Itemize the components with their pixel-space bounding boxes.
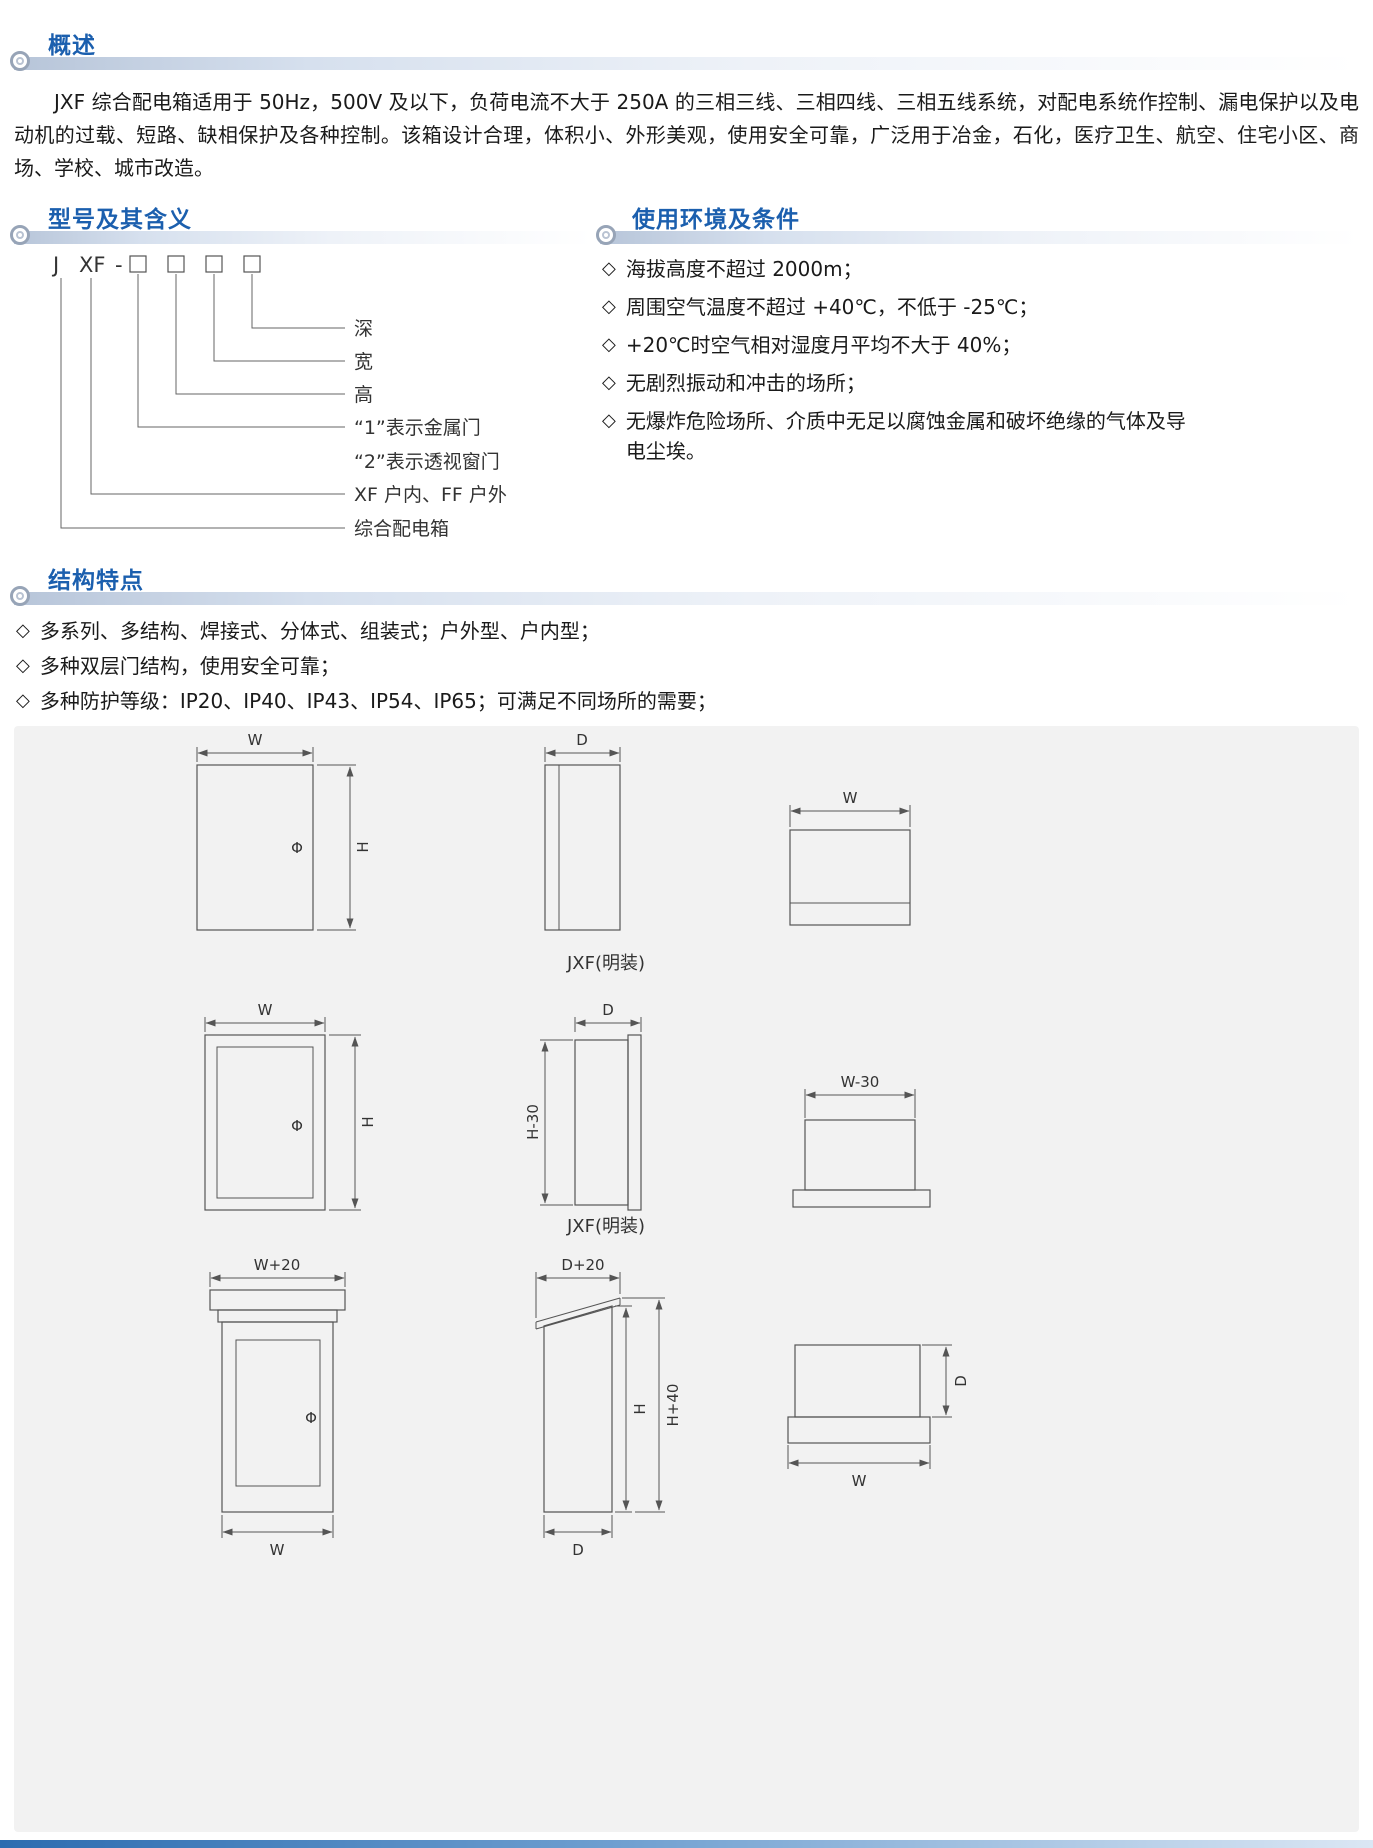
dim-label-w: W xyxy=(843,789,858,807)
dim-label-h: H xyxy=(631,1403,649,1414)
dim-label-h-plus-40: H+40 xyxy=(664,1384,682,1427)
model-code-diagram: J XF - 深 宽 高 “1”表示金属门 “2”表示透视窗门 XF 户内、FF… xyxy=(51,253,507,540)
diamond-bullet-icon: ◇ xyxy=(16,655,30,676)
list-item: ◇ 多种双层门结构，使用安全可靠； xyxy=(16,651,1316,681)
dim-label-w: W xyxy=(270,1541,285,1559)
model-label-width: 宽 xyxy=(354,351,373,373)
section-divider-overview xyxy=(14,57,1359,70)
diamond-bullet-icon: ◇ xyxy=(602,334,616,355)
dim-label-d: D xyxy=(576,731,588,749)
row1-front-view xyxy=(196,747,356,931)
model-code-j: J xyxy=(51,253,59,277)
section-title-structure: 结构特点 xyxy=(48,568,144,594)
row3-side-view xyxy=(535,1272,665,1538)
model-label-xf: XF 户内、FF 户外 xyxy=(354,484,507,506)
dim-label-h-minus-30: H-30 xyxy=(524,1104,542,1140)
model-label-door1: “1”表示金属门 xyxy=(354,417,481,439)
drawing-caption-row2: JXF(明装) xyxy=(566,1216,645,1237)
list-item: ◇ 多种防护等级：IP20、IP40、IP43、IP54、IP65；可满足不同场… xyxy=(16,686,1316,716)
dim-label-d: D xyxy=(952,1375,970,1387)
list-item-text: 多种防护等级：IP20、IP40、IP43、IP54、IP65；可满足不同场所的… xyxy=(39,689,717,713)
row2-side-view xyxy=(540,1017,642,1211)
environment-list: ◇ 海拔高度不超过 2000m； ◇ 周围空气温度不超过 +40℃，不低于 -2… xyxy=(602,254,1194,474)
dim-label-d: D xyxy=(602,1001,614,1019)
list-item-text: 无爆炸危险场所、介质中无足以腐蚀金属和破坏绝缘的气体及导电尘埃。 xyxy=(625,409,1186,463)
dim-label-phi: Φ xyxy=(291,839,303,857)
dim-label-h: H xyxy=(359,1116,377,1127)
drawing-caption-row1: JXF(明装) xyxy=(566,953,645,974)
row1-top-view xyxy=(789,805,911,926)
section-divider-model xyxy=(14,231,592,244)
dim-label-h: H xyxy=(354,841,372,852)
model-label-j: 综合配电箱 xyxy=(354,518,449,540)
technical-drawings: W H Φ D W JXF(明装) xyxy=(196,731,970,1559)
section-divider-environment xyxy=(600,231,1359,244)
row1-side-view xyxy=(544,747,621,931)
list-item: ◇ 多系列、多结构、焊接式、分体式、组装式；户外型、户内型； xyxy=(16,616,1316,646)
list-item-text: 多系列、多结构、焊接式、分体式、组装式；户外型、户内型； xyxy=(39,619,600,643)
row3-front-view xyxy=(209,1272,346,1538)
dim-label-w-plus-20: W+20 xyxy=(254,1256,301,1274)
model-code-xf: XF xyxy=(79,253,105,277)
diamond-bullet-icon: ◇ xyxy=(602,372,616,393)
ring-icon xyxy=(10,225,30,245)
section-title-overview: 概述 xyxy=(48,33,96,59)
row2-front-view xyxy=(204,1017,361,1211)
overview-paragraph: JXF 综合配电箱适用于 50Hz，500V 及以下，负荷电流不大于 250A … xyxy=(14,90,1359,180)
dim-label-d-plus-20: D+20 xyxy=(561,1256,604,1274)
dim-label-w: W xyxy=(248,731,263,749)
drawings-panel: W H Φ D W JXF(明装) xyxy=(14,726,1359,1832)
list-item-text: 海拔高度不超过 2000m； xyxy=(625,257,863,281)
ring-icon xyxy=(596,225,616,245)
dim-label-w-minus-30: W-30 xyxy=(841,1073,880,1091)
diamond-bullet-icon: ◇ xyxy=(602,258,616,279)
list-item: ◇ +20℃时空气相对湿度月平均不大于 40%； xyxy=(602,330,1194,360)
list-item-text: 多种双层门结构，使用安全可靠； xyxy=(39,654,340,678)
dim-label-phi: Φ xyxy=(305,1409,317,1427)
dim-label-d: D xyxy=(572,1541,584,1559)
structure-list: ◇ 多系列、多结构、焊接式、分体式、组装式；户外型、户内型； ◇ 多种双层门结构… xyxy=(16,616,1316,721)
model-code-text: J XF - xyxy=(51,253,123,277)
list-item: ◇ 无爆炸危险场所、介质中无足以腐蚀金属和破坏绝缘的气体及导电尘埃。 xyxy=(602,406,1194,466)
ring-icon xyxy=(10,51,30,71)
diamond-bullet-icon: ◇ xyxy=(602,296,616,317)
model-code-boxes xyxy=(129,255,261,273)
list-item: ◇ 周围空气温度不超过 +40℃，不低于 -25℃； xyxy=(602,292,1194,322)
list-item: ◇ 无剧烈振动和冲击的场所； xyxy=(602,368,1194,398)
dim-label-w: W xyxy=(258,1001,273,1019)
model-connector-lines xyxy=(60,274,345,529)
diamond-bullet-icon: ◇ xyxy=(16,620,30,641)
row3-top-view xyxy=(787,1344,952,1469)
row2-top-view xyxy=(792,1089,931,1208)
diamond-bullet-icon: ◇ xyxy=(602,410,616,431)
dim-label-w: W xyxy=(852,1472,867,1490)
model-label-depth: 深 xyxy=(354,318,373,340)
diamond-bullet-icon: ◇ xyxy=(16,690,30,711)
section-title-model: 型号及其含义 xyxy=(48,207,192,233)
section-title-environment: 使用环境及条件 xyxy=(632,207,800,233)
list-item-text: 周围空气温度不超过 +40℃，不低于 -25℃； xyxy=(625,295,1039,319)
model-code-dash: - xyxy=(115,253,123,277)
model-label-height: 高 xyxy=(354,384,373,406)
model-labels: 深 宽 高 “1”表示金属门 “2”表示透视窗门 XF 户内、FF 户外 综合配… xyxy=(354,318,507,540)
dim-label-phi: Φ xyxy=(291,1117,303,1135)
list-item-text: 无剧烈振动和冲击的场所； xyxy=(625,371,866,395)
list-item-text: +20℃时空气相对湿度月平均不大于 40%； xyxy=(625,333,1022,357)
footer-gradient-strip xyxy=(0,1840,1373,1848)
list-item: ◇ 海拔高度不超过 2000m； xyxy=(602,254,1194,284)
model-label-door2: “2”表示透视窗门 xyxy=(354,451,500,473)
ring-icon xyxy=(10,586,30,606)
section-divider-structure xyxy=(14,592,1359,605)
